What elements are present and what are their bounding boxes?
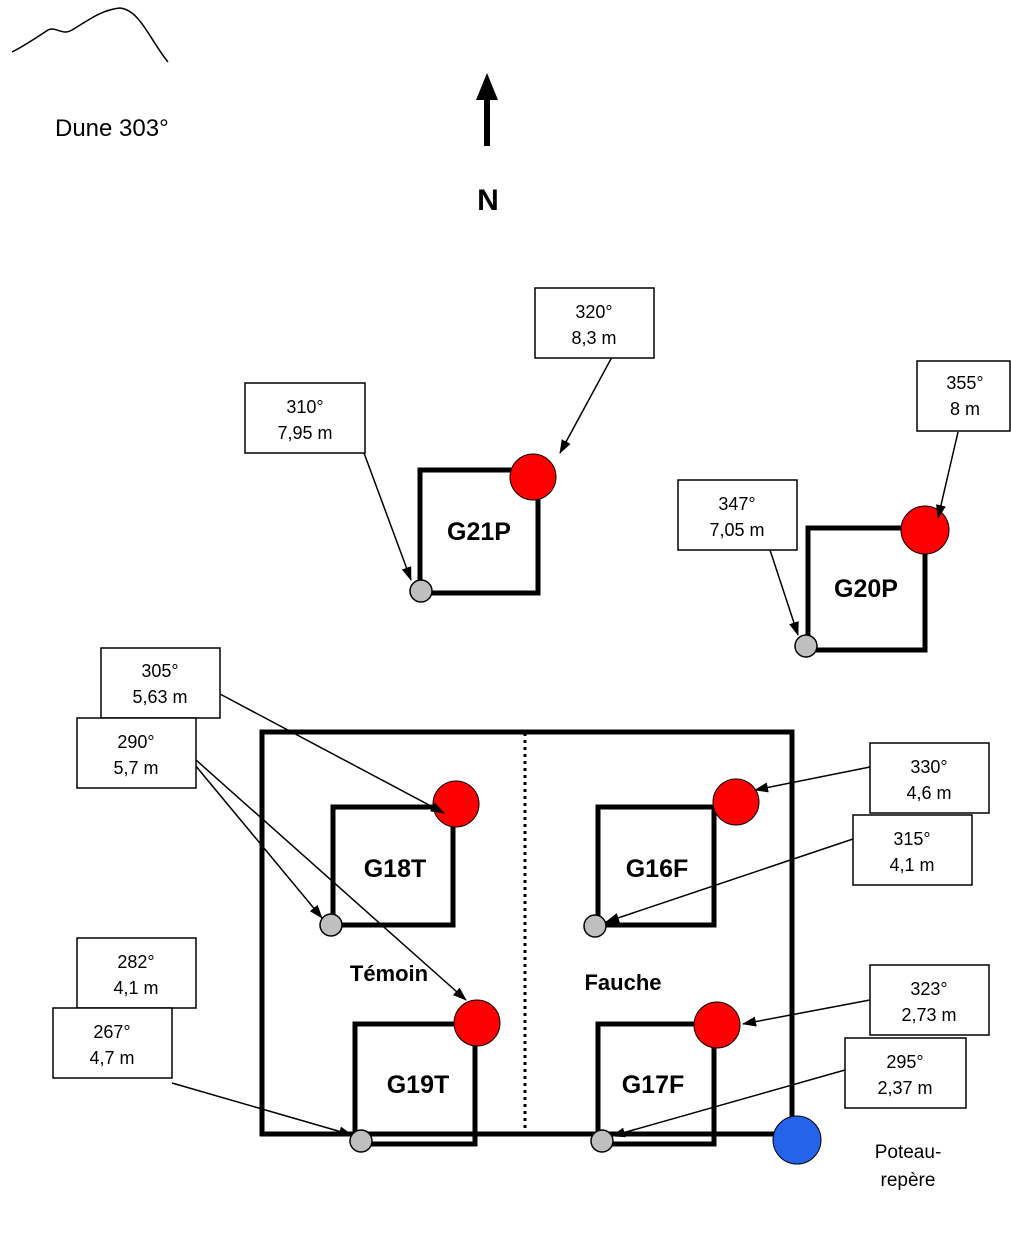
plot-g20p: G20P: [805, 525, 928, 653]
plot-label: G21P: [447, 518, 511, 546]
arrow-g20p-red: [936, 431, 959, 519]
callout-distance: 8,3 m: [571, 328, 616, 348]
grey-marker-g16f: [583, 914, 607, 938]
plot-g18t: G18T: [330, 804, 456, 928]
arrow-g21p-red: [559, 356, 613, 454]
callout-angle: 323°: [910, 979, 947, 999]
arrow-g16f-grey: [605, 838, 854, 923]
callout-angle: 330°: [910, 757, 947, 777]
callout-g17f-red: 323° 2,73 m: [869, 964, 990, 1036]
red-marker-g21p: [509, 453, 557, 501]
plot-g17f: G17F: [595, 1021, 717, 1147]
north-label: N: [477, 184, 499, 217]
callout-g17f-grey: 295° 2,37 m: [844, 1037, 967, 1109]
callout-angle: 315°: [893, 829, 930, 849]
callout-angle: 305°: [141, 661, 178, 681]
callout-angle: 320°: [575, 302, 612, 322]
callout-distance: 8 m: [950, 399, 980, 419]
callout-distance: 4,7 m: [89, 1048, 134, 1068]
callout-g16f-grey: 315° 4,1 m: [852, 814, 973, 886]
grey-marker-g18t: [319, 913, 343, 937]
callout-distance: 7,95 m: [277, 423, 332, 443]
callout-angle: 267°: [93, 1022, 130, 1042]
callout-distance: 4,6 m: [906, 783, 951, 803]
callout-angle: 282°: [117, 952, 154, 972]
plot-label: G17F: [622, 1071, 685, 1099]
plot-g16f: G16F: [595, 804, 717, 928]
grey-marker-g17f: [590, 1129, 614, 1153]
enclosure: [259, 729, 795, 1137]
arrow-g19t-grey: [171, 1082, 353, 1137]
arrow-g21p-grey: [363, 452, 412, 581]
plot-label: G20P: [834, 575, 898, 603]
plot-label: G19T: [387, 1071, 450, 1099]
red-marker-g17f: [693, 1001, 741, 1049]
arrow-g17f-grey: [611, 1069, 846, 1138]
callout-angle: 290°: [117, 732, 154, 752]
red-marker-g16f: [712, 778, 760, 826]
callout-distance: 4,1 m: [113, 978, 158, 998]
landmark-label-line1: Poteau-: [875, 1142, 942, 1163]
callout-g18t-grey: 290° 5,7 m: [76, 717, 197, 789]
callout-distance: 7,05 m: [709, 520, 764, 540]
arrow-g19t-red: [195, 759, 467, 1001]
callout-g19t-grey: 267° 4,7 m: [52, 1007, 173, 1079]
callout-distance: 5,63 m: [132, 687, 187, 707]
callout-distance: 2,37 m: [877, 1078, 932, 1098]
zone-label-temoin: Témoin: [350, 961, 428, 986]
landmark-post-icon: [772, 1115, 822, 1165]
callout-g19t-red-box: 282° 4,1 m: [76, 937, 197, 1009]
callout-g20p-grey: 347° 7,05 m: [677, 479, 798, 551]
grey-marker-g21p: [409, 579, 433, 603]
arrow-g17f-red: [742, 999, 871, 1027]
plot-label: G18T: [364, 855, 427, 883]
callout-angle: 347°: [718, 494, 755, 514]
arrow-g18t-red: [219, 693, 445, 814]
arrow-g16f-red: [754, 766, 871, 793]
callout-distance: 4,1 m: [889, 855, 934, 875]
callout-angle: 355°: [946, 373, 983, 393]
callout-g18t-red: 305° 5,63 m: [100, 647, 221, 719]
callout-arrows: [171, 356, 959, 1138]
landmark-label-line2: repère: [881, 1170, 936, 1191]
plot-g21p: G21P: [417, 467, 541, 596]
grey-marker-g20p: [794, 634, 818, 658]
arrow-g20p-grey: [769, 549, 799, 636]
callout-angle: 310°: [286, 397, 323, 417]
callout-g21p-red: 320° 8,3 m: [534, 287, 655, 359]
callout-distance: 5,7 m: [113, 758, 158, 778]
callout-g21p-grey: 310° 7,95 m: [244, 382, 366, 454]
plot-label: G16F: [626, 855, 689, 883]
grey-marker-g19t: [349, 1129, 373, 1153]
plot-g19t: G19T: [352, 1021, 478, 1147]
callout-distance: 2,73 m: [901, 1005, 956, 1025]
red-marker-g20p: [900, 505, 950, 555]
callout-g16f-red: 330° 4,6 m: [869, 742, 990, 814]
dune-label: Dune 303°: [55, 115, 169, 142]
dune-outline: [11, 7, 169, 63]
zone-label-fauche: Fauche: [584, 970, 661, 995]
red-marker-g18t: [432, 780, 480, 828]
callout-angle: 295°: [886, 1052, 923, 1072]
callout-g20p-red: 355° 8 m: [916, 360, 1011, 432]
red-marker-g19t: [453, 999, 501, 1047]
north-arrow-icon: [476, 73, 498, 146]
arrow-g18t-grey: [194, 764, 323, 919]
